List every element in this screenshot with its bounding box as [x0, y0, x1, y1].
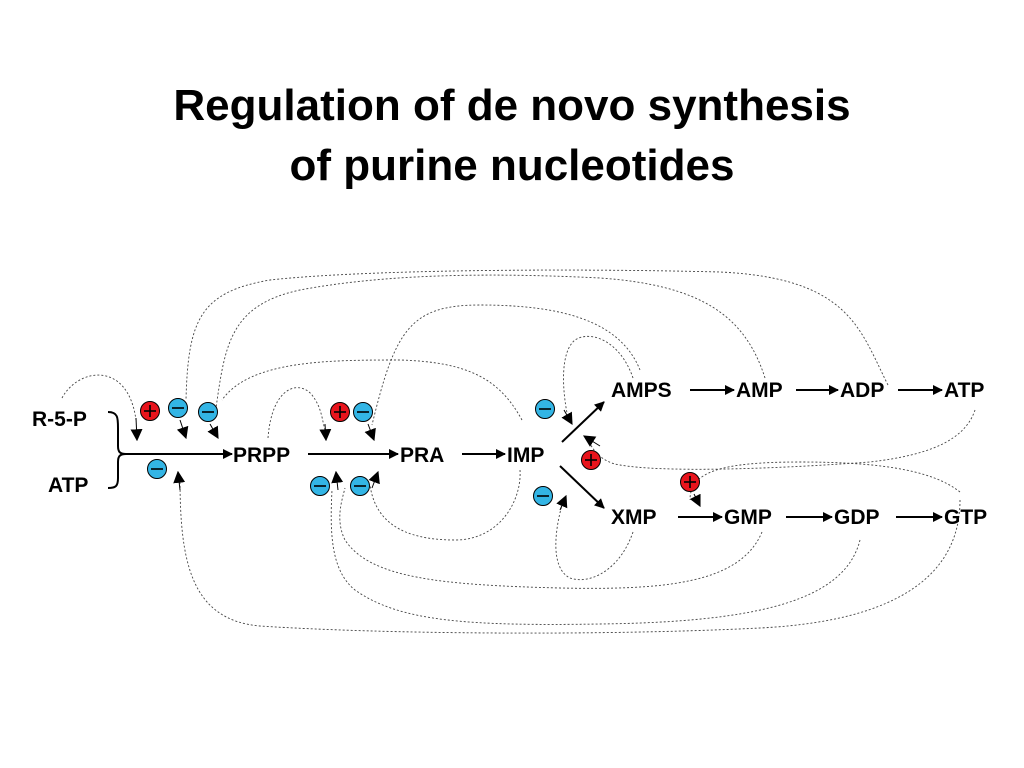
node-adp: ADP	[840, 379, 884, 402]
reg-curve-gdp-lower	[330, 489, 861, 625]
reg-head-10	[582, 435, 601, 447]
reg-curve-amps-loop	[563, 336, 634, 419]
node-atp-input: ATP	[48, 474, 88, 497]
reg-head-5	[319, 423, 332, 442]
reg-curve-xmp-loop	[555, 504, 634, 581]
minus-circle-icon	[310, 476, 330, 496]
reg-curve-substrate	[61, 374, 137, 421]
minus-circle-icon	[147, 459, 167, 479]
node-gdp: GDP	[834, 506, 880, 529]
reg-head-3	[207, 423, 219, 440]
node-pra: PRA	[400, 444, 444, 467]
regulation-badges	[140, 398, 700, 506]
minus-circle-icon	[198, 402, 218, 422]
minus-circle-icon	[353, 402, 373, 422]
reg-curve-gtp-outer	[179, 477, 961, 634]
reg-head-1	[130, 417, 143, 442]
reg-curve-imp-upper	[221, 359, 523, 421]
regulation-arrowheads	[130, 409, 701, 511]
reg-head-2	[176, 419, 189, 440]
pathway-nodes: R-5-P ATP PRPP PRA IMP AMPS AMP ADP ATP …	[32, 379, 987, 529]
node-r5p: R-5-P	[32, 408, 87, 431]
node-gtp: GTP	[944, 506, 987, 529]
reg-curve-gmp-pra	[369, 469, 521, 541]
reg-curve-gdp-pra	[339, 487, 763, 589]
slide-title: Regulation of de novo synthesis of purin…	[0, 76, 1024, 196]
node-xmp: XMP	[611, 506, 657, 529]
pathway-arrows	[107, 385, 943, 522]
node-imp: IMP	[507, 444, 544, 467]
reg-head-9	[561, 409, 573, 426]
node-amps: AMPS	[611, 379, 672, 402]
plus-circle-icon	[330, 402, 350, 422]
reg-head-8	[368, 470, 380, 489]
node-gmp: GMP	[724, 506, 772, 529]
reg-curve-gtp-upper	[689, 461, 961, 501]
node-atp: ATP	[944, 379, 984, 402]
reg-curve-top-outer	[185, 269, 889, 401]
minus-circle-icon	[535, 399, 555, 419]
title-line-1: Regulation of de novo synthesis	[173, 81, 851, 130]
reg-head-4	[173, 470, 186, 491]
regulation-curves	[61, 269, 976, 634]
reg-curve-atp-right	[587, 409, 976, 470]
plus-circle-icon	[680, 472, 700, 492]
substrate-bracket	[107, 411, 127, 489]
title-line-2: of purine nucleotides	[289, 141, 735, 190]
minus-circle-icon	[533, 486, 553, 506]
reg-head-6	[364, 423, 376, 442]
node-amp: AMP	[736, 379, 783, 402]
arrow-imp-to-xmp	[559, 465, 605, 509]
reg-curve-prpp-loop	[267, 387, 326, 439]
plus-circle-icon	[140, 401, 160, 421]
reg-head-12	[689, 493, 701, 508]
minus-circle-icon	[350, 476, 370, 496]
arrow-imp-to-amps	[561, 401, 605, 443]
reg-head-11	[556, 494, 568, 511]
minus-circle-icon	[168, 398, 188, 418]
reg-curve-adp-pra	[371, 304, 641, 426]
reg-curve-amp-prpp	[215, 274, 766, 409]
plus-circle-icon	[581, 450, 601, 470]
reg-head-7	[331, 470, 344, 491]
node-prpp: PRPP	[233, 444, 290, 467]
